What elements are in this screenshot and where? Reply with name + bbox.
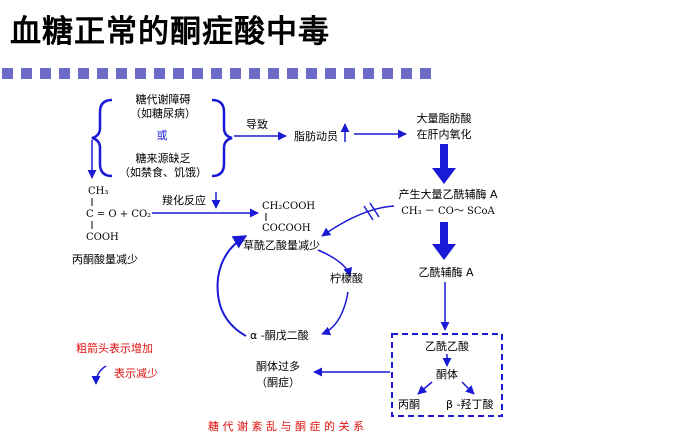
left-brace [91, 98, 113, 178]
carboxylation-label: 羧化反应 [162, 193, 206, 207]
ketone-body-label: 酮体 [436, 367, 458, 381]
underline-square [135, 68, 146, 79]
underline-square [287, 68, 298, 79]
underline-square [268, 68, 279, 79]
acetoacetyl-label: 乙酰乙酸 [425, 339, 469, 353]
underline-square [249, 68, 260, 79]
fat-oxidation-line1: 大量脂肪酸 [417, 111, 472, 125]
hydroxybutyrate-label: β -羟丁酸 [446, 397, 494, 411]
underline-square [21, 68, 32, 79]
ketoglutarate-label: α -酮戊二酸 [250, 328, 309, 342]
cause1-line1: 糖代谢障碍 [136, 92, 191, 106]
citrate-label: 柠檬酸 [330, 271, 363, 285]
oxaloacetate-formula-1: CH₂COOH [262, 201, 315, 212]
thick-arrow-increase-1 [432, 144, 456, 184]
acetyl-coa: 乙酰辅酶 A [418, 265, 473, 279]
pyruvate-formula-3: COOH [86, 232, 119, 243]
thick-arrow-increase-2 [432, 222, 456, 260]
underline-square [192, 68, 203, 79]
arrow-ketoglutarate-to-oxaloacetate [216, 235, 248, 337]
oxaloacetate-decrease: 草酰乙酸量减少 [243, 238, 320, 252]
ketone-box [391, 333, 503, 417]
underline-square [363, 68, 374, 79]
acetone-label: 丙酮 [398, 398, 420, 411]
page-title: 血糖正常的酮症酸中毒 [10, 14, 330, 50]
underline-square [78, 68, 89, 79]
underline-square [230, 68, 241, 79]
underline-square [2, 68, 13, 79]
legend-thin-arrow: 表示减少 [114, 366, 158, 380]
underline-square [154, 68, 165, 79]
cause2-line2: （如禁食、饥饿） [119, 165, 207, 179]
oxaloacetate-formula-2: COCOOH [262, 223, 311, 234]
ketone-excess-line2: （酮症） [256, 375, 300, 389]
arrow-acetyl-to-oxaloacetate [321, 205, 395, 237]
underline-square [116, 68, 127, 79]
underline-square [59, 68, 70, 79]
underline-square [401, 68, 412, 79]
title-underline-dots [2, 68, 431, 79]
underline-square [211, 68, 222, 79]
cause2-line1: 糖来源缺乏 [136, 151, 191, 165]
legend-thick-arrow: 粗箭头表示增加 [76, 341, 153, 355]
underline-square [382, 68, 393, 79]
pyruvate-decrease: 丙酮酸量减少 [72, 252, 138, 266]
underline-square [344, 68, 355, 79]
underline-square [40, 68, 51, 79]
or-label: 或 [157, 129, 168, 142]
lead-to-label: 导致 [246, 117, 268, 131]
pyruvate-formula-2: C = O + CO₂ [86, 209, 151, 220]
block-mark-1 [363, 205, 374, 221]
ketone-excess-line1: 酮体过多 [256, 359, 300, 373]
pyruvate-formula-1: CH₃ [88, 186, 108, 197]
underline-square [420, 68, 431, 79]
cause1-line2: （如糖尿病） [130, 106, 196, 120]
block-mark-2 [369, 202, 380, 218]
underline-square [306, 68, 317, 79]
fat-mobilization: 脂肪动员 [294, 129, 338, 143]
right-brace [211, 98, 233, 178]
legend-thin-arrow-icon [91, 365, 107, 385]
fat-oxidation-line2: 在肝内氧化 [417, 127, 472, 141]
underline-square [97, 68, 108, 79]
underline-square [173, 68, 184, 79]
diagram-caption: 糖 代 谢 紊 乱 与 酮 症 的 关 系 [208, 419, 364, 433]
acetyl-coa-formula: CH₃ － CO～ SCoA [401, 206, 495, 217]
arrow-to-citrate [317, 249, 353, 277]
underline-square [325, 68, 336, 79]
arrow-citrate-to-ketoglutarate [321, 291, 349, 336]
acetyl-coa-produce: 产生大量乙酰辅酶 A [398, 187, 497, 201]
